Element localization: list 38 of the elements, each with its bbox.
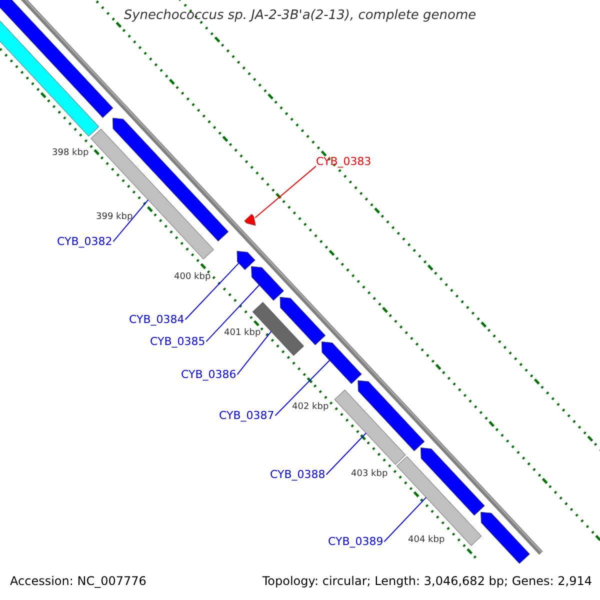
leader-line <box>254 166 316 218</box>
leader-line <box>112 199 149 242</box>
leader-line <box>236 331 272 376</box>
genome-info-text: Topology: circular; Length: 3,046,682 bp; Genes: 2,914 <box>262 574 592 588</box>
leader-line <box>206 284 260 342</box>
gene-label: CYB_0384 <box>129 313 184 326</box>
title: Synechococcus sp. JA-2-3B'a(2-13), complete genome <box>122 8 478 24</box>
gene-segment <box>236 250 256 270</box>
gene-label: CYB_0389 <box>328 535 384 548</box>
gene-label: CYB_0385 <box>150 335 206 348</box>
gene-segment <box>358 380 425 452</box>
leader-line <box>384 496 427 542</box>
gene-segment <box>420 447 485 516</box>
scale-label: 400 kbp <box>174 272 211 283</box>
gene-segment <box>280 296 326 346</box>
accession-text: Accession: NC_007776 <box>10 574 146 588</box>
gene-segment <box>321 341 362 384</box>
gene-segment <box>0 0 114 118</box>
gene-segment <box>334 390 406 465</box>
gene-segment <box>251 266 284 301</box>
gene-segment <box>480 512 530 564</box>
gene-label: CYB_0386 <box>181 368 236 382</box>
leader-line <box>326 432 366 476</box>
gene-segment <box>112 118 229 242</box>
gene-segment <box>244 214 256 226</box>
scale-label: 404 kbp <box>408 535 445 546</box>
leader-line <box>274 360 330 416</box>
gene-segment <box>396 456 482 546</box>
scale-label: 399 kbp <box>96 212 133 223</box>
gene-label: CYB_0387 <box>219 409 274 422</box>
gene-label: CYB_0382 <box>57 235 112 248</box>
leader-line <box>184 262 240 320</box>
gene-label: CYB_0383 <box>316 155 372 168</box>
scale-label: 402 kbp <box>292 402 329 413</box>
scale-label: 401 kbp <box>224 328 261 339</box>
scale-label: 403 kbp <box>351 469 388 480</box>
scale-label: 398 kbp <box>52 148 89 159</box>
gene-label: CYB_0388 <box>270 468 326 482</box>
